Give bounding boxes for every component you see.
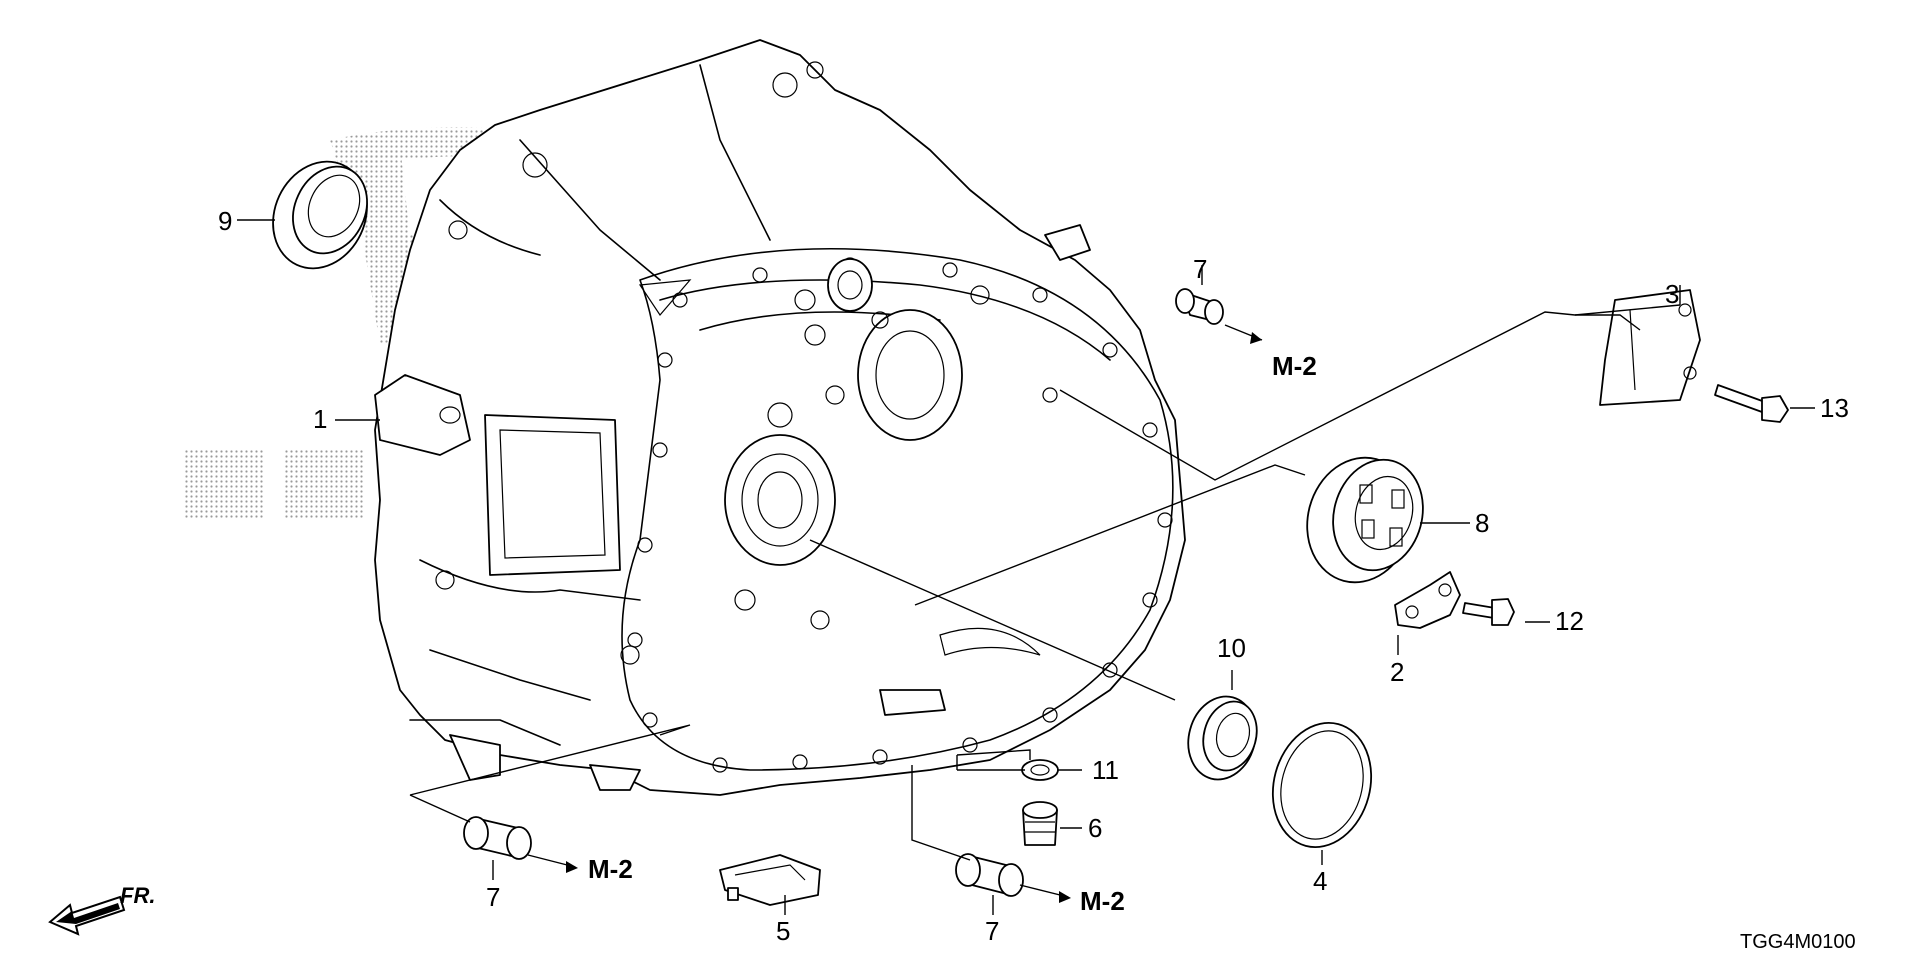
callout-9: 9 — [218, 206, 232, 236]
callout-8: 8 — [1475, 508, 1489, 538]
dowel-7-center — [955, 853, 1024, 897]
callout-1: 1 — [313, 404, 327, 434]
callout-13: 13 — [1820, 393, 1849, 423]
callout-7-center: 7 — [985, 916, 999, 946]
front-label: FR. — [120, 883, 155, 908]
dowel-7-left — [463, 816, 532, 860]
bracket-5 — [719, 854, 821, 906]
callout-2: 2 — [1390, 657, 1404, 687]
seal-10 — [1187, 695, 1258, 781]
front-direction-arrow — [48, 895, 126, 936]
callout-11: 11 — [1092, 755, 1119, 785]
washer-11 — [1021, 759, 1059, 781]
callout-12: 12 — [1555, 606, 1584, 636]
leader-lines — [237, 219, 1815, 915]
ref-m2-center: M-2 — [1080, 886, 1125, 916]
bearing-8 — [1306, 456, 1424, 584]
callout-7-upper: 7 — [1193, 254, 1207, 284]
callout-3: 3 — [1665, 279, 1679, 309]
bolt-12 — [1462, 598, 1515, 626]
ref-m2-upper: M-2 — [1272, 351, 1317, 381]
flange-bolt-holes — [627, 257, 1173, 773]
callout-5: 5 — [776, 916, 790, 946]
dowel-7-upper — [1175, 288, 1224, 325]
ref-m2-left: M-2 — [588, 854, 633, 884]
o-ring-4 — [1271, 721, 1373, 849]
bolt-13 — [1714, 384, 1789, 423]
diagram-code: TGG4M0100 — [1740, 931, 1856, 953]
clutch-housing — [374, 39, 1186, 796]
callout-10: 10 — [1217, 633, 1246, 663]
plug-6 — [1022, 801, 1058, 846]
callout-7-left: 7 — [486, 882, 500, 912]
retaining-plate-2 — [1394, 571, 1461, 629]
shaft-bores — [724, 258, 963, 630]
oil-seal-9 — [272, 160, 368, 270]
callout-6: 6 — [1088, 813, 1102, 843]
callout-4: 4 — [1313, 866, 1327, 896]
m2-arrows — [527, 324, 1263, 903]
